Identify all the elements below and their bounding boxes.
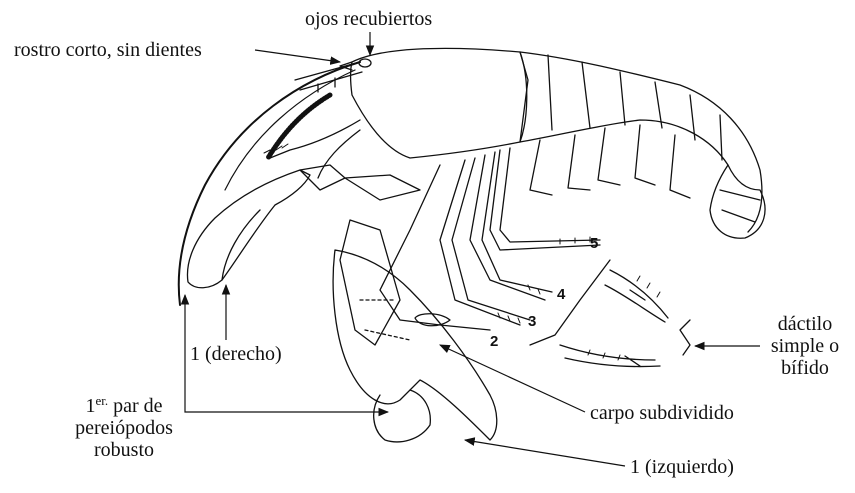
label-pereiopodos: pereiópodos — [75, 417, 173, 439]
leg-5 — [490, 150, 600, 250]
label-izquierdo: 1 (izquierdo) — [630, 456, 734, 478]
arrow-carpo — [440, 345, 585, 412]
leg-number-5: 5 — [590, 236, 598, 252]
label-primer-par: 1er. par de pereiópodos robusto — [34, 395, 214, 461]
tail-fan — [710, 165, 765, 238]
left-cheliped-merus — [340, 220, 400, 345]
label-dactilo-3: bífido — [781, 357, 829, 379]
dactyl-detail-upper — [605, 270, 668, 322]
label-dactilo-1: dáctilo — [778, 313, 832, 335]
right-claw — [187, 170, 310, 288]
label-dactilo-2: simple o — [771, 335, 839, 357]
leg-4 — [470, 155, 545, 300]
carapace — [351, 48, 527, 158]
arrow-izquierdo — [465, 440, 625, 466]
label-robusto: robusto — [94, 439, 154, 461]
dactyl-detail-lower — [560, 345, 660, 367]
label-derecho: 1 (derecho) — [190, 343, 282, 365]
label-ojos-recubiertos: ojos recubiertos — [305, 8, 432, 30]
label-rostro: rostro corto, sin dientes — [14, 39, 202, 61]
leg-number-2: 2 — [490, 334, 498, 350]
arrow-par — [185, 390, 380, 412]
label-dactilo: dáctilo simple o bífido — [760, 313, 850, 379]
abdomen — [520, 52, 762, 232]
eye — [359, 59, 371, 67]
antenna-peduncle — [295, 62, 362, 92]
label-primer-par-num: 1 — [85, 395, 95, 417]
leg-number-4: 4 — [557, 287, 565, 303]
label-primer-par-sup: er. — [95, 393, 108, 408]
detail-bracket — [530, 260, 610, 345]
arrow-rostro — [255, 50, 340, 62]
leg-number-3: 3 — [528, 314, 536, 330]
label-carpo: carpo subdividido — [590, 402, 734, 424]
label-primer-par-rest: par de — [108, 395, 162, 417]
